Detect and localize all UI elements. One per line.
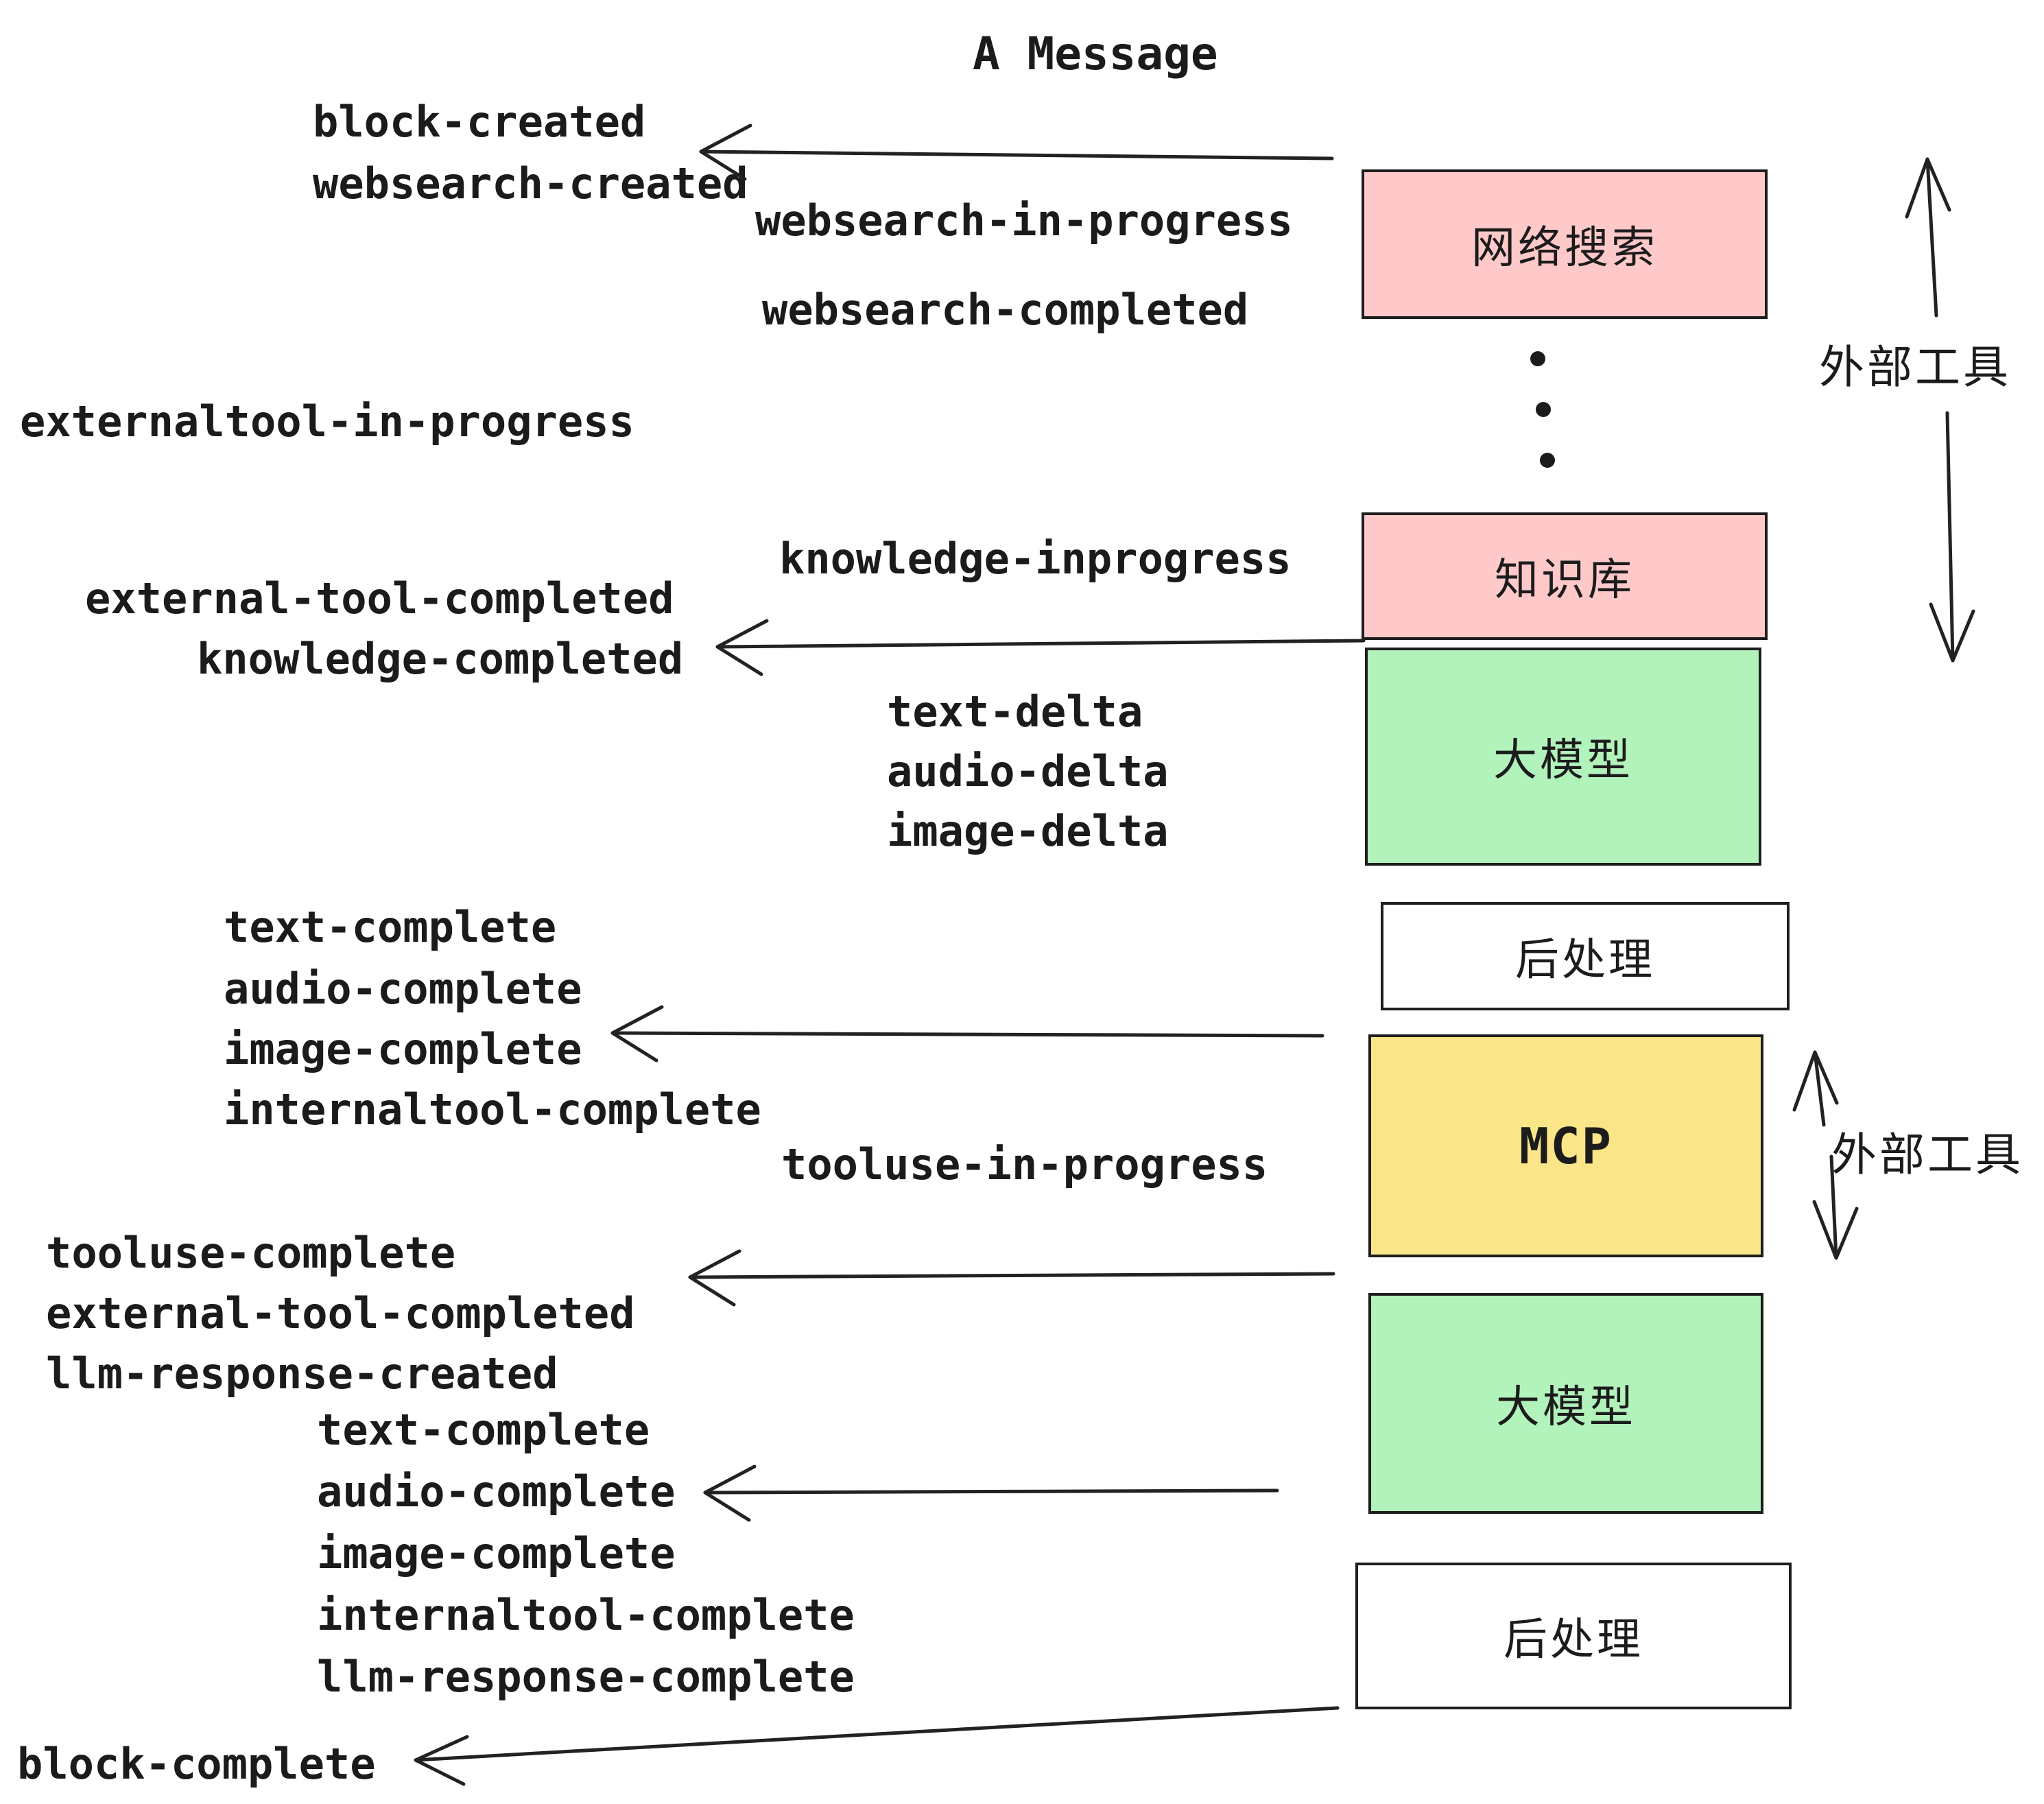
node-llm-1: 大模型 xyxy=(1365,648,1761,866)
node-knowledge: 知识库 xyxy=(1362,512,1768,640)
ellipsis-dots-icon xyxy=(1530,351,1555,468)
event-image-complete: image-complete xyxy=(224,1024,582,1074)
event-audio-complete: audio-complete xyxy=(224,964,582,1014)
event-websearch-in-progress: websearch-in-progress xyxy=(755,195,1293,246)
node-websearch: 网络搜索 xyxy=(1362,169,1768,319)
node-postprocess-2: 后处理 xyxy=(1355,1563,1792,1709)
event-websearch-created: websearch-created xyxy=(313,158,748,209)
external-tools-span-1-down-arrow-icon xyxy=(1929,411,1975,663)
event-internaltool-complete-2: internaltool-complete xyxy=(317,1590,855,1640)
external-tools-span-1-up-arrow-icon xyxy=(1905,157,1951,318)
external-tools-span-2-up-arrow-icon xyxy=(1792,1050,1839,1127)
event-knowledge-completed: knowledge-completed xyxy=(197,634,684,684)
label-external-tools-2: 外部工具 xyxy=(1831,1128,2023,1181)
arrow-to-block-complete-icon xyxy=(414,1706,1340,1786)
arrow-to-block-created-icon xyxy=(699,123,1334,181)
event-websearch-completed: websearch-completed xyxy=(762,285,1249,335)
arrow-to-image-complete-icon xyxy=(610,1005,1324,1063)
event-text-delta: text-delta xyxy=(887,687,1143,737)
event-text-complete: text-complete xyxy=(224,902,557,952)
event-block-created: block-created xyxy=(313,97,646,147)
event-image-complete-2: image-complete xyxy=(317,1528,676,1578)
node-postprocess-1: 后处理 xyxy=(1381,902,1790,1010)
label-external-tools-1: 外部工具 xyxy=(1819,341,2011,394)
event-external-tool-completed-2: external-tool-completed xyxy=(46,1288,635,1338)
arrow-to-tooluse-complete-icon xyxy=(688,1249,1335,1307)
event-block-complete: block-complete xyxy=(17,1739,376,1789)
event-audio-complete-2: audio-complete xyxy=(317,1467,676,1517)
event-knowledge-inprogress: knowledge-inprogress xyxy=(779,534,1292,584)
event-internaltool-complete: internaltool-complete xyxy=(224,1084,761,1135)
event-text-complete-2: text-complete xyxy=(317,1405,650,1455)
arrow-to-knowledge-completed-icon xyxy=(715,619,1366,676)
event-externaltool-in-progress: externaltool-in-progress xyxy=(20,396,634,447)
event-tooluse-complete: tooluse-complete xyxy=(46,1228,456,1278)
arrow-to-audio-complete-icon xyxy=(703,1464,1279,1522)
node-llm-2: 大模型 xyxy=(1368,1293,1763,1514)
node-mcp: MCP xyxy=(1368,1034,1763,1257)
event-external-tool-completed: external-tool-completed xyxy=(85,573,674,624)
event-llm-response-created: llm-response-created xyxy=(46,1349,558,1399)
event-llm-response-complete: llm-response-complete xyxy=(317,1652,855,1702)
diagram-title: A Message xyxy=(973,27,1218,80)
event-audio-delta: audio-delta xyxy=(887,746,1169,796)
event-image-delta: image-delta xyxy=(887,806,1169,856)
event-tooluse-in-progress: tooluse-in-progress xyxy=(781,1139,1268,1189)
